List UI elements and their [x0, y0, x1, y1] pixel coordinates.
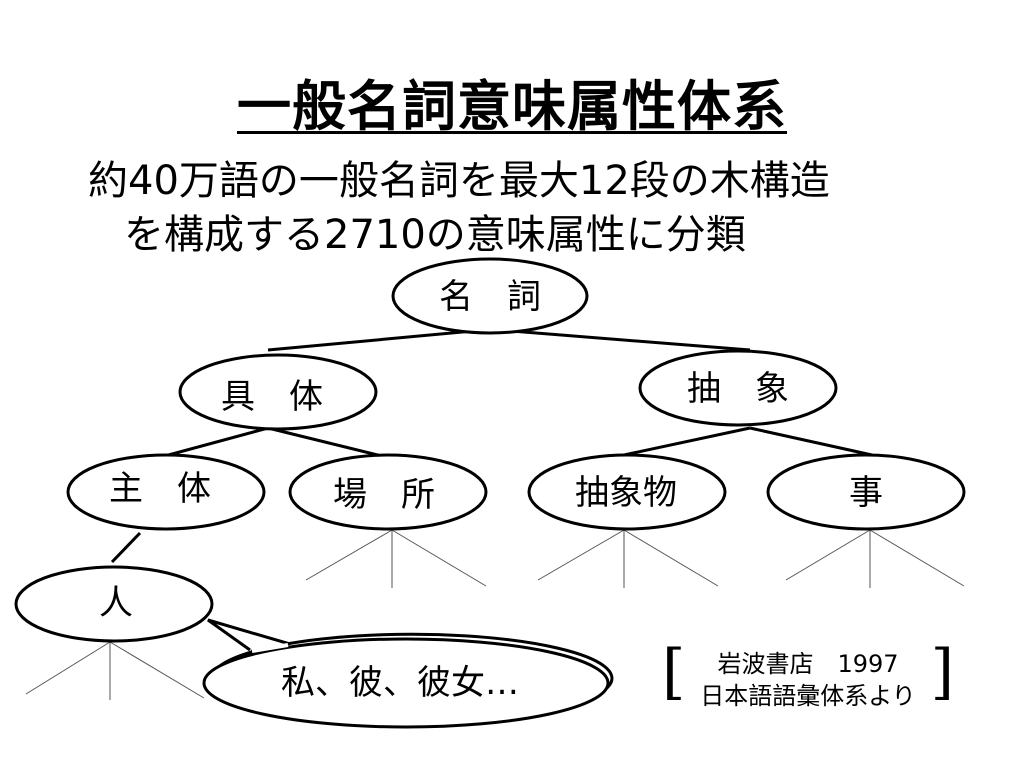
- node-concrete: [178, 353, 378, 431]
- source-line-1: 岩波書店 1997: [717, 650, 899, 678]
- node-abstract-thing: [527, 453, 727, 531]
- edge-concrete-place: [267, 426, 391, 460]
- edge-root-concrete: [267, 328, 485, 352]
- examples-label: 私、彼、彼女…: [281, 663, 519, 703]
- edge-abstract-event: [749, 426, 873, 457]
- examples-bubble-body: [202, 637, 610, 729]
- right-bracket: ]: [930, 637, 954, 707]
- node-person-label: 人: [99, 583, 133, 623]
- node-place: [288, 453, 488, 531]
- page-title: 一般名詞意味属性体系: [237, 75, 787, 138]
- node-abstract-label: 抽 象: [687, 369, 789, 409]
- node-abstract-thing-label: 抽象物: [575, 473, 677, 513]
- subtree-place: [305, 529, 487, 588]
- subtitle-line-2: を構成する2710の意味属性に分類: [124, 212, 746, 258]
- node-agent-label: 主 体: [109, 469, 211, 509]
- left-bracket: [: [662, 637, 686, 707]
- subtree-abstract-thing: [537, 529, 719, 588]
- source-line-2: 日本語語彙体系より: [700, 682, 916, 710]
- node-concrete-label: 具 体: [221, 377, 323, 417]
- subtree-person: [25, 641, 205, 700]
- node-event: [766, 453, 966, 531]
- source-note: [ 岩波書店 1997 日本語語彙体系より ]: [662, 642, 954, 712]
- edge-abstract-thing: [609, 426, 751, 460]
- node-abstract: [638, 349, 838, 427]
- edge-root-abstract: [497, 328, 751, 352]
- node-event-label: 事: [849, 473, 883, 513]
- subtitle-line-1: 約40万語の一般名詞を最大12段の木構造: [88, 158, 830, 204]
- subtree-event: [785, 529, 965, 588]
- node-agent: [66, 453, 266, 531]
- node-root-label: 名 詞: [439, 277, 541, 317]
- node-root: [391, 257, 589, 335]
- edge-agent-person: [110, 531, 142, 564]
- node-place-label: 場 所: [333, 475, 435, 515]
- examples-bubble-pointer: [207, 618, 291, 652]
- node-person: [14, 565, 214, 643]
